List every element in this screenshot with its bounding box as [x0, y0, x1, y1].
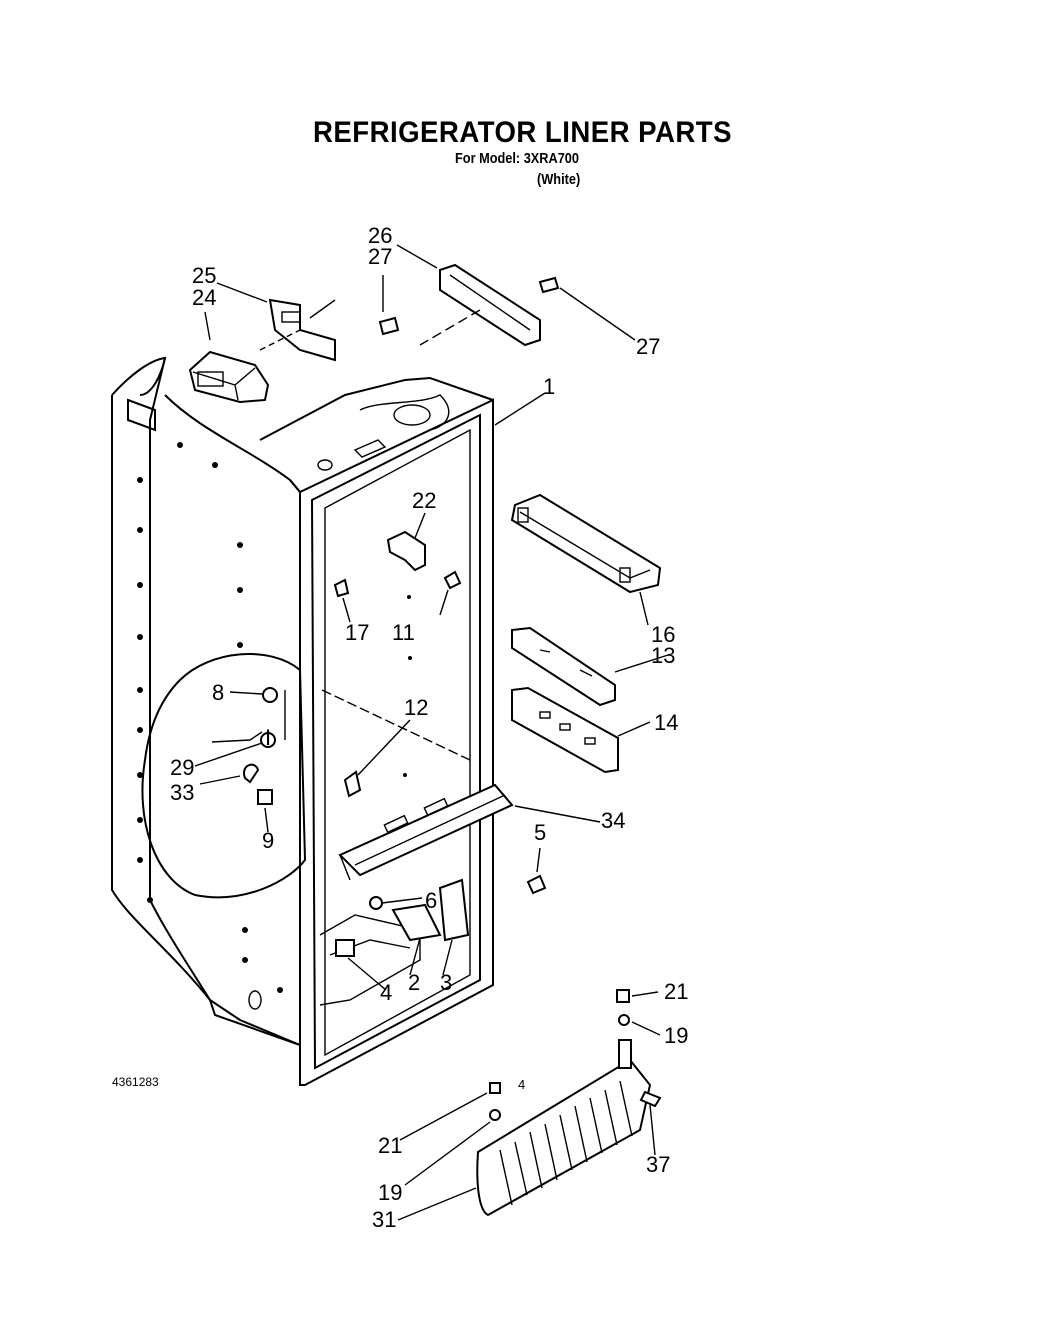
part-21-cap-top [616, 989, 630, 1003]
part-29-light [260, 732, 276, 748]
callout-37: 37 [646, 1152, 670, 1177]
part-33-bulb [243, 763, 260, 784]
callout-6: 6 [425, 888, 437, 913]
part-4-block [335, 939, 355, 957]
callout-13: 13 [651, 643, 675, 668]
callout-2: 2 [408, 970, 420, 995]
screw-5 [526, 874, 547, 895]
document-number: 4361283 [112, 1075, 159, 1089]
part-16-cover [510, 493, 662, 594]
callout-34: 34 [601, 808, 625, 833]
screw-27 [378, 276, 560, 336]
part-2-bracket [391, 903, 442, 942]
callout-4: 4 [380, 980, 392, 1005]
callout-19-top: 19 [664, 1023, 688, 1048]
callout-33: 33 [170, 780, 194, 805]
part-9-switch [257, 789, 273, 805]
part-24-housing [188, 350, 270, 404]
part-6-screw [369, 896, 383, 910]
screw-17 [333, 578, 350, 598]
callout-I: I [265, 725, 271, 750]
liner-cabinet [111, 356, 494, 1086]
part-19-washer-top [618, 1014, 630, 1026]
part-14-rail [511, 686, 619, 774]
callout-3: 3 [440, 970, 452, 995]
screw-11 [443, 570, 462, 590]
page-title: REFRIGERATOR LINER PARTS [313, 116, 732, 149]
callout-8: 8 [212, 680, 224, 705]
part-21-cap-bottom [489, 1082, 501, 1094]
callout-26: 26 [368, 223, 392, 248]
part-8-clip [262, 687, 278, 703]
part-25-bracket [259, 298, 336, 362]
callout-9: 9 [262, 828, 274, 853]
part-34-rail [338, 783, 514, 881]
part-22-bracket [386, 530, 426, 572]
callout-31: 31 [372, 1207, 396, 1232]
callout-24: 24 [192, 285, 216, 310]
part-12-clip [343, 770, 362, 798]
callout-17: 17 [345, 620, 369, 645]
callout-22: 22 [412, 488, 436, 513]
callout-labels: 26 27 25 24 27 1 22 17 11 16 13 14 8 12 … [170, 223, 688, 1232]
callout-19-bottom: 19 [378, 1180, 402, 1205]
leader-lines [194, 244, 669, 1221]
color-label: (White) [537, 171, 581, 188]
part-37-screw [639, 1090, 662, 1108]
callout-27: 27 [368, 244, 392, 269]
callout-14: 14 [654, 710, 678, 735]
callout-16: 16 [651, 622, 675, 647]
callout-25: 25 [192, 263, 216, 288]
callout-11: 11 [392, 620, 415, 645]
part-26-rail [419, 263, 541, 347]
callout-1: 1 [543, 374, 555, 399]
side-holes [137, 442, 283, 993]
callout-27-right: 27 [636, 334, 660, 359]
callout-21-top: 21 [664, 979, 688, 1004]
part-13-rail [511, 626, 616, 707]
pin-top [618, 1039, 632, 1069]
model-label: For Model: 3XRA700 [455, 150, 579, 167]
detail-circle [141, 653, 307, 899]
page-number: 4 [518, 1077, 526, 1092]
part-19-washer-bottom [489, 1109, 501, 1121]
callout-12: 12 [404, 695, 428, 720]
callout-21-bottom: 21 [378, 1133, 402, 1158]
part-3-bracket [438, 878, 470, 942]
part-31-grille [476, 1058, 652, 1217]
callout-5: 5 [534, 820, 546, 845]
callout-29: 29 [170, 755, 194, 780]
